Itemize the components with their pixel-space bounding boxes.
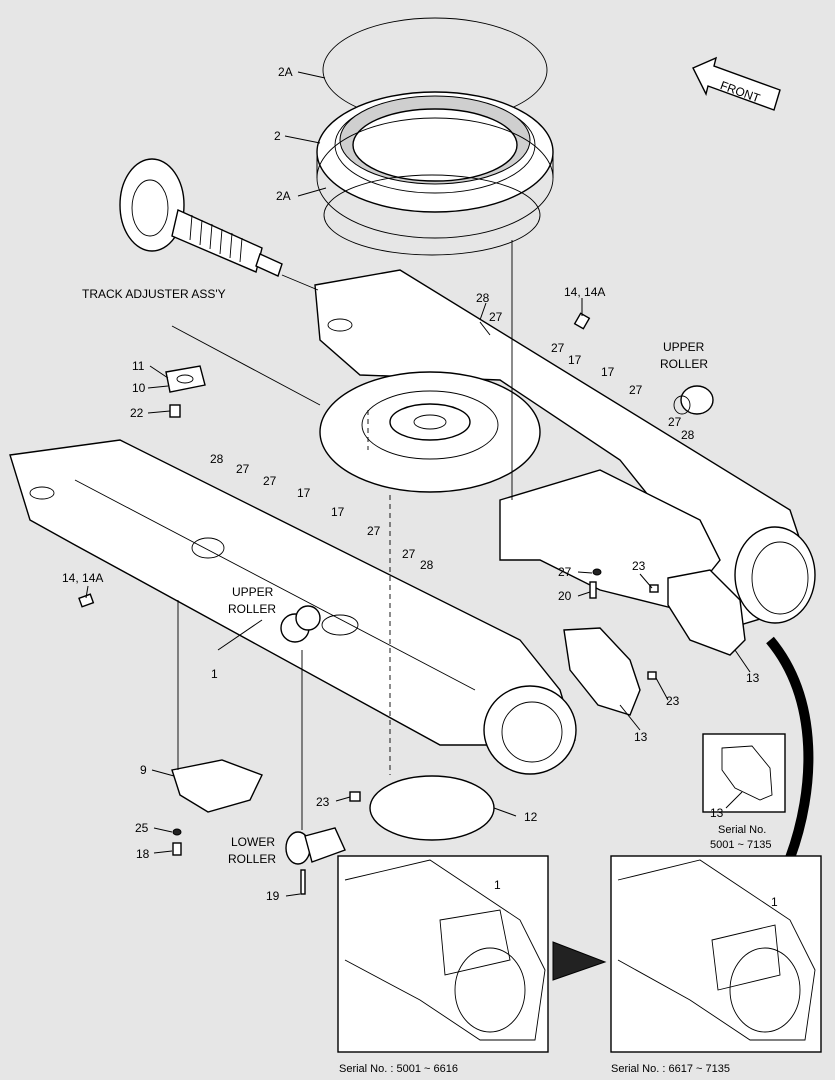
upper-roller-left [280, 605, 321, 643]
label-17-a: 17 [568, 353, 582, 367]
track-frame-1 [9, 269, 816, 775]
label-28-d: 28 [420, 558, 434, 572]
inset-left [337, 855, 549, 1053]
label-18: 18 [136, 847, 150, 861]
label-28-a: 28 [476, 291, 490, 305]
lower-roller [285, 827, 346, 865]
label-27-h: 27 [402, 547, 416, 561]
leader-lines [85, 71, 751, 897]
track-adjuster-label: TRACK ADJUSTER ASS'Y [82, 287, 226, 301]
reference-lines [171, 240, 513, 830]
inset-cover-13 [702, 733, 786, 813]
hardware-bolts [78, 312, 659, 895]
upper-roller-right-label-2: ROLLER [660, 357, 708, 371]
label-23-b: 23 [666, 694, 680, 708]
label-13-c: 13 [710, 806, 724, 820]
plate-11 [165, 365, 206, 393]
label-9: 9 [140, 763, 147, 777]
upper-roller-right [673, 385, 714, 415]
label-27-d: 27 [668, 415, 682, 429]
label-27-b: 27 [551, 341, 565, 355]
label-22: 22 [130, 406, 144, 420]
label-27-i: 27 [558, 565, 572, 579]
transition-arrow [552, 941, 607, 981]
curved-arrow [766, 636, 814, 860]
upper-roller-right-label-1: UPPER [663, 340, 705, 354]
label-28-c: 28 [210, 452, 224, 466]
lower-roller-label-1: LOWER [231, 835, 275, 849]
label-17-d: 17 [331, 505, 345, 519]
label-27-a: 27 [489, 310, 503, 324]
label-2a-bottom: 2A [276, 189, 291, 203]
label-28-b: 28 [681, 428, 695, 442]
label-20: 20 [558, 589, 572, 603]
label-23-a: 23 [632, 559, 646, 573]
label-17-b: 17 [601, 365, 615, 379]
label-2: 2 [274, 129, 281, 143]
label-1-inset-left: 1 [494, 878, 501, 892]
label-13-b: 13 [634, 730, 648, 744]
label-14-right: 14, 14A [564, 285, 605, 299]
upper-roller-left-label-1: UPPER [232, 585, 274, 599]
label-19: 19 [266, 889, 280, 903]
serial-right-caption: Serial No. : 6617 ~ 7135 [611, 1063, 730, 1075]
cover-13-right [667, 569, 746, 656]
cover-12 [369, 775, 495, 841]
track-adjuster-assembly [119, 158, 283, 277]
inset-right [610, 855, 822, 1053]
serial-small-label-2: 5001 ~ 7135 [710, 839, 771, 851]
label-27-g: 27 [367, 524, 381, 538]
serial-small-label-1: Serial No. [718, 824, 766, 836]
cover-13-middle [563, 627, 641, 716]
label-23-c: 23 [316, 795, 330, 809]
label-2a-top: 2A [278, 65, 293, 79]
seal-ring-2a-bottom [323, 174, 541, 256]
swing-bearing-2 [316, 91, 554, 239]
label-1-inset-right: 1 [771, 895, 778, 909]
label-13-a: 13 [746, 671, 760, 685]
serial-left-caption: Serial No. : 5001 ~ 6616 [339, 1063, 458, 1075]
lower-roller-label-2: ROLLER [228, 852, 276, 866]
label-10: 10 [132, 381, 146, 395]
label-12: 12 [524, 810, 538, 824]
label-1-main: 1 [211, 667, 218, 681]
label-14-left: 14, 14A [62, 571, 103, 585]
front-arrow-icon [692, 56, 781, 111]
label-11: 11 [132, 359, 145, 373]
label-17-c: 17 [297, 486, 311, 500]
bolt-22 [169, 404, 181, 418]
label-27-f: 27 [263, 474, 277, 488]
label-25: 25 [135, 821, 149, 835]
upper-roller-left-label-2: ROLLER [228, 602, 276, 616]
label-27-c: 27 [629, 383, 643, 397]
label-27-e: 27 [236, 462, 250, 476]
bracket-9 [171, 759, 263, 813]
